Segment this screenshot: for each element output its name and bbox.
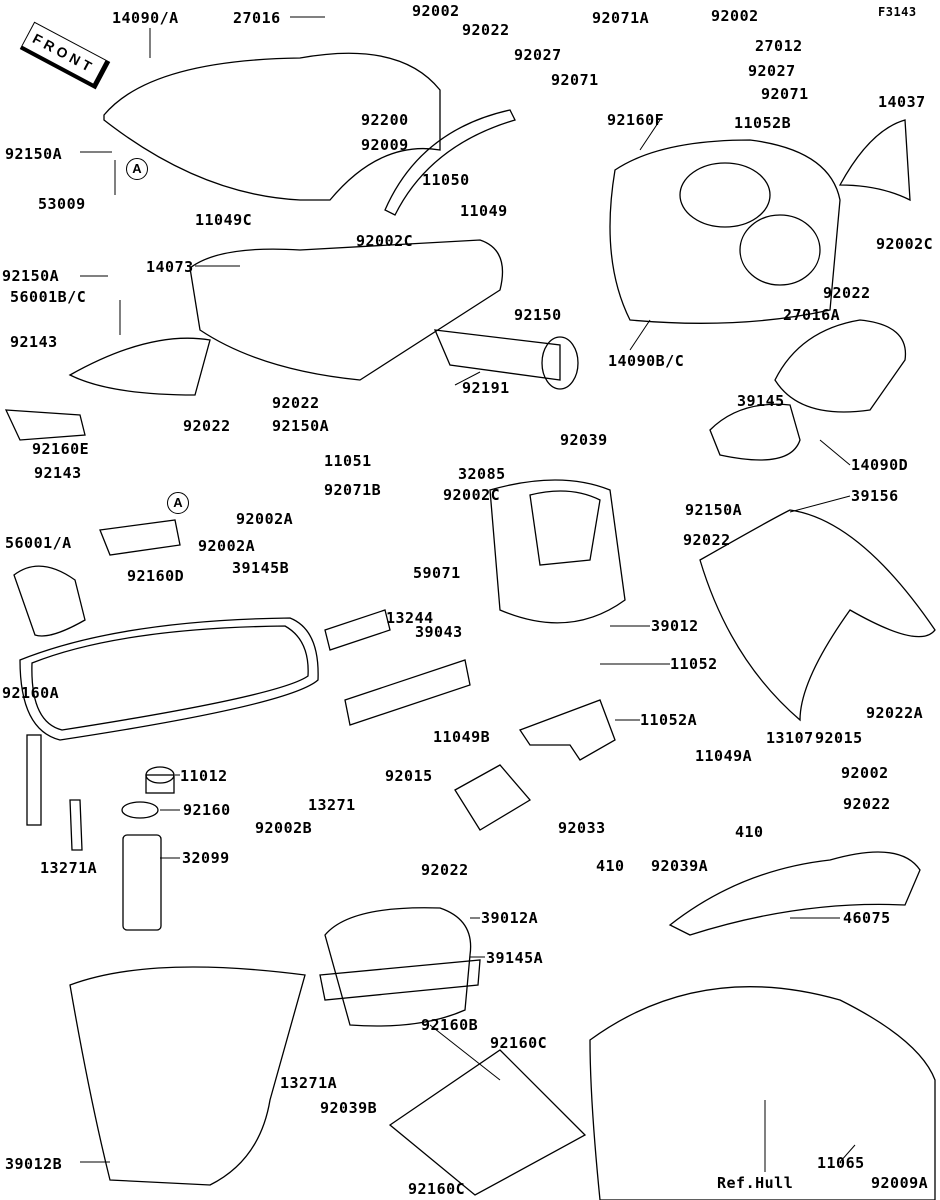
part-label: 92009 [361, 136, 409, 154]
part-label: 92027 [748, 62, 796, 80]
part-label: 92071B [324, 481, 382, 499]
part-label: 92002A [236, 510, 294, 528]
part-label: 53009 [38, 195, 86, 213]
part-label: 14090/A [112, 9, 179, 27]
part-label: 14073 [146, 258, 194, 276]
part-label: 92071 [551, 71, 599, 89]
part-label: 13244 [386, 609, 434, 627]
part-label: 92150A [2, 267, 60, 285]
part-label: 92022A [866, 704, 924, 722]
part-label: 92022 [843, 795, 891, 813]
hood-part [609, 139, 841, 324]
part-label: 59071 [413, 564, 461, 582]
part-label: 11052A [640, 711, 698, 729]
part-label: 92002 [412, 2, 460, 20]
reference-marker-a: A [126, 158, 148, 180]
part-label: 39012 [651, 617, 699, 635]
reference-marker-a: A [167, 492, 189, 514]
part-label: 27016 [233, 9, 281, 27]
part-label: 92071 [761, 85, 809, 103]
part-label: 92150 [514, 306, 562, 324]
part-label: 92022 [462, 21, 510, 39]
part-label: 56001B/C [10, 288, 87, 306]
seat-cover-part [103, 52, 441, 201]
part-label: 11052 [670, 655, 718, 673]
part-label: 11065 [817, 1154, 865, 1172]
part-label: 92002C [443, 486, 501, 504]
part-label: 13271 [308, 796, 356, 814]
part-label: 92002C [356, 232, 414, 250]
part-label: 14090D [851, 456, 909, 474]
part-label: 32099 [182, 849, 230, 867]
part-label: 56001/A [5, 534, 72, 552]
part-label: 92033 [558, 819, 606, 837]
part-label: 92022 [683, 531, 731, 549]
part-label: 92022 [823, 284, 871, 302]
part-label: 92160C [408, 1180, 466, 1198]
part-label: 92191 [462, 379, 510, 397]
part-label: 410 [735, 823, 764, 841]
tray-part [189, 239, 504, 381]
part-label: 92027 [514, 46, 562, 64]
part-label: 39145B [232, 559, 290, 577]
part-label: 92002C [876, 235, 934, 253]
part-label: 11012 [180, 767, 228, 785]
part-label: 92015 [385, 767, 433, 785]
part-label: 39145 [737, 392, 785, 410]
part-label: 92022 [272, 394, 320, 412]
part-label: 92143 [34, 464, 82, 482]
part-label: 39043 [415, 623, 463, 641]
part-label: 39145A [486, 949, 544, 967]
part-label: 92039B [320, 1099, 378, 1117]
part-label: 46075 [843, 909, 891, 927]
part-label: 39012A [481, 909, 539, 927]
part-label: 13271A [280, 1074, 338, 1092]
part-label: 92022 [183, 417, 231, 435]
part-label: 11051 [324, 452, 372, 470]
part-label: 13271A [40, 859, 98, 877]
figure-code: F3143 [878, 5, 917, 19]
part-label: 92160F [607, 111, 665, 129]
part-label: 39012B [5, 1155, 63, 1173]
part-label: 11049B [433, 728, 491, 746]
part-label: 11050 [422, 171, 470, 189]
part-label: 39156 [851, 487, 899, 505]
part-label: 14090B/C [608, 352, 685, 370]
part-label: 92160D [127, 567, 185, 585]
part-label: 27012 [755, 37, 803, 55]
part-label: 11049C [195, 211, 253, 229]
part-label: 13107 [766, 729, 814, 747]
part-label: 11049 [460, 202, 508, 220]
part-label: 32085 [458, 465, 506, 483]
part-label: 92160 [183, 801, 231, 819]
part-label: 92002A [198, 537, 256, 555]
part-label: 92015 [815, 729, 863, 747]
part-label: 92039A [651, 857, 709, 875]
part-label: 11052B [734, 114, 792, 132]
part-label: 27016A [783, 306, 841, 324]
part-label: 14037 [878, 93, 926, 111]
cover-14037-part [838, 119, 911, 202]
part-label: 92150A [685, 501, 743, 519]
part-label: 92150A [272, 417, 330, 435]
part-label: 92002 [841, 764, 889, 782]
part-label: 410 [596, 857, 625, 875]
part-label: 92009A [871, 1174, 929, 1192]
part-label: 92150A [5, 145, 63, 163]
part-label: 92039 [560, 431, 608, 449]
part-label: 92160C [490, 1034, 548, 1052]
part-label: Ref.Hull [717, 1174, 794, 1192]
part-label: 92071A [592, 9, 650, 27]
part-label: 92143 [10, 333, 58, 351]
part-label: 92160E [32, 440, 90, 458]
part-label: 92022 [421, 861, 469, 879]
part-label: 92002 [711, 7, 759, 25]
part-label: 92002B [255, 819, 313, 837]
part-label: 92160A [2, 684, 60, 702]
part-label: 92200 [361, 111, 409, 129]
part-label: 11049A [695, 747, 753, 765]
part-label: 92160B [421, 1016, 479, 1034]
